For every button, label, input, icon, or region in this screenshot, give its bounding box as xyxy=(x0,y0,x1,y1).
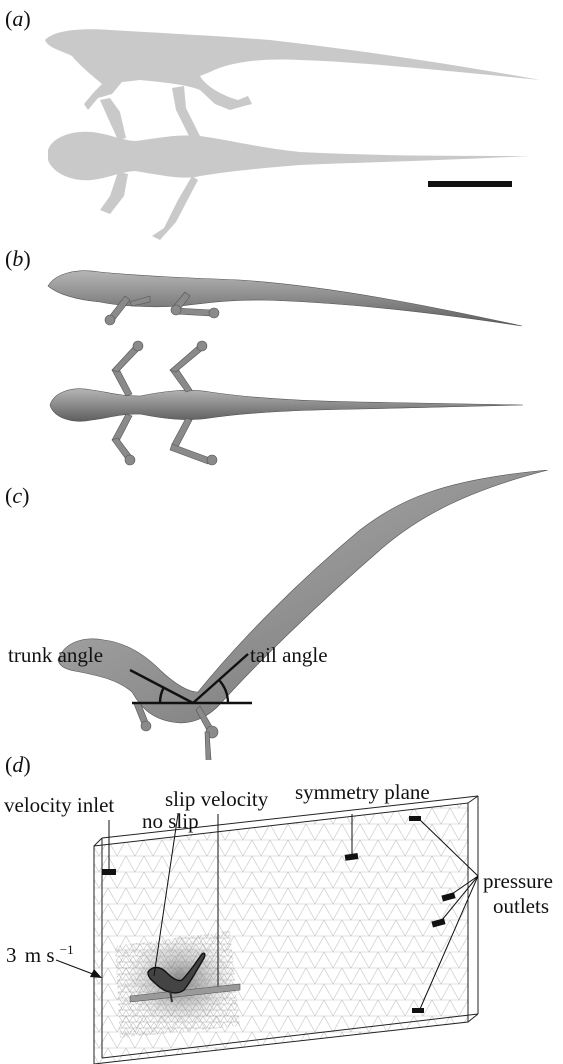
trunk-angle-label: trunk angle xyxy=(8,643,103,667)
lizard-side-silhouette xyxy=(45,29,540,110)
model-top-body xyxy=(50,389,523,421)
speed-exponent: −1 xyxy=(60,942,74,957)
inlet-marker xyxy=(102,869,116,875)
speed-value: 3 xyxy=(6,943,17,967)
model-side-body xyxy=(48,271,522,326)
pressure-label: pressure xyxy=(483,869,553,893)
panel-d-cfd-domain: velocity inlet slip velocity no slip sym… xyxy=(0,776,563,1064)
outlets-label: outlets xyxy=(493,894,549,918)
model-top-front-limbs xyxy=(112,367,132,396)
slip-velocity-label: slip velocity xyxy=(165,787,269,811)
symmetry-plane-label: symmetry plane xyxy=(295,780,430,804)
model-posed-body xyxy=(58,470,548,723)
tail-angle-label: tail angle xyxy=(250,643,328,667)
panel-c-angles: trunk angle tail angle xyxy=(0,470,563,760)
panel-b-model xyxy=(0,240,563,480)
speed-arrow xyxy=(56,960,98,976)
panel-a-silhouettes xyxy=(0,0,563,245)
velocity-inlet-label: velocity inlet xyxy=(4,793,114,817)
outlet-marker-bottom xyxy=(412,1008,424,1013)
no-slip-label: no slip xyxy=(142,809,199,833)
speed-unit: m s xyxy=(25,943,55,967)
scale-bar xyxy=(428,181,512,187)
